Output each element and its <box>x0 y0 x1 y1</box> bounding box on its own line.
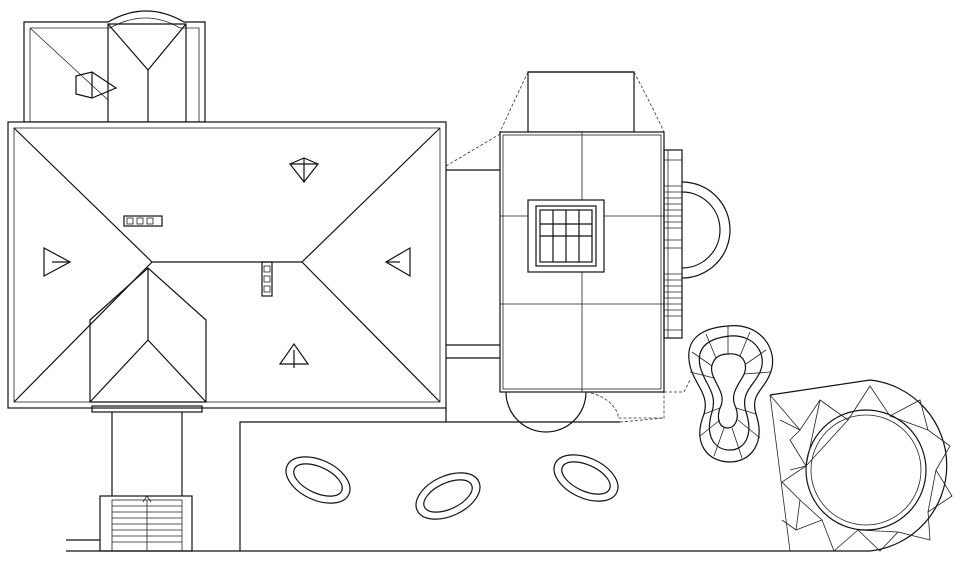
geodesic-terrace <box>769 379 953 552</box>
oval-skylight-2 <box>415 472 481 520</box>
front-porch <box>91 405 203 496</box>
oval-skylight-1 <box>285 456 351 504</box>
front-gable <box>89 267 207 403</box>
annex-east-bay <box>681 181 731 279</box>
annex-skylight <box>527 199 605 273</box>
dormer-tower <box>75 71 118 99</box>
oval-skylight-3 <box>553 454 619 502</box>
dormer-east <box>384 246 411 278</box>
roof-vent-horizontal <box>123 215 163 227</box>
dormer-north <box>288 157 320 183</box>
main-hip-roof <box>7 121 447 409</box>
connector-passages <box>445 133 501 359</box>
terrace-outline <box>66 408 790 552</box>
dormer-west <box>43 246 72 278</box>
entry-stairs <box>99 495 193 552</box>
annex-side-balcony <box>663 149 683 339</box>
spiral-feature <box>688 325 774 463</box>
annex-south-bay <box>505 391 665 433</box>
annex-building <box>499 71 731 433</box>
dormer-south <box>278 342 310 368</box>
terrace-link-dashed <box>619 417 665 423</box>
roof-vent-vertical <box>261 261 273 297</box>
annex-link-dashed <box>664 379 691 393</box>
